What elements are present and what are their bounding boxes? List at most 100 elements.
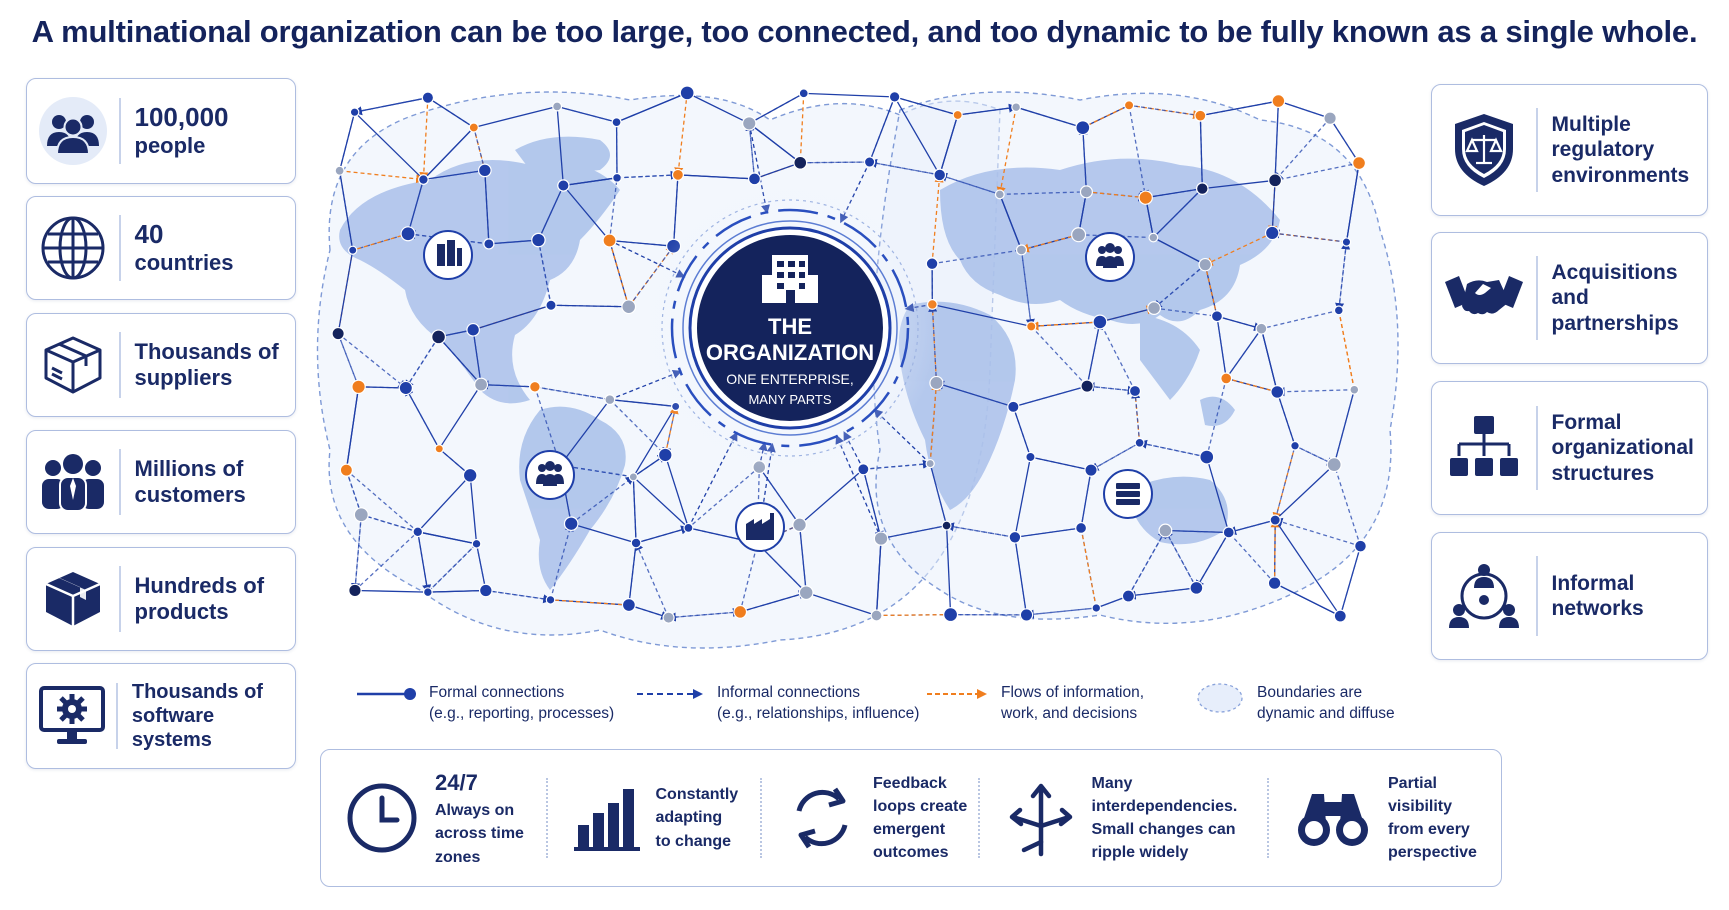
network-node (557, 179, 570, 192)
network-link (748, 92, 805, 124)
network-node (1075, 120, 1091, 136)
network-link (1260, 328, 1278, 393)
card-acquisitions-line1: Acquisitions (1551, 261, 1678, 285)
legend-informal-line1: Informal connections (717, 684, 861, 701)
cycle-arrows-icon (787, 783, 857, 853)
network-node (1138, 190, 1153, 205)
network-link (1329, 117, 1360, 164)
network-link (608, 177, 618, 241)
customers-icon (27, 450, 119, 514)
network-node (471, 538, 482, 549)
network-node (621, 299, 637, 315)
globe-icon (27, 214, 119, 282)
network-link (880, 524, 947, 540)
network-node (1326, 457, 1342, 473)
network-link (1145, 187, 1203, 199)
network-link (862, 469, 882, 539)
network-node (1025, 451, 1036, 463)
network-link (1020, 249, 1032, 327)
network-link (664, 404, 679, 456)
network-link (1089, 442, 1140, 472)
network-node (1323, 111, 1337, 125)
network-link (1012, 406, 1032, 458)
network-link (740, 592, 807, 613)
network-node (1269, 514, 1281, 526)
network-link (1137, 439, 1207, 458)
network-link (800, 161, 870, 164)
network-link (1225, 328, 1262, 379)
network-node (630, 537, 642, 549)
network-link (338, 112, 356, 171)
network-link (1203, 232, 1273, 266)
network-link (1014, 537, 1028, 616)
network-node (398, 380, 413, 396)
network-link (999, 194, 1023, 251)
network-link (1013, 385, 1088, 408)
card-people-value: 100,000 (134, 102, 229, 133)
network-node (1271, 94, 1286, 108)
network-node (602, 233, 617, 248)
network-node (733, 604, 748, 619)
network-link (550, 599, 629, 606)
network-link (748, 123, 756, 179)
interdependencies-line3: ripple widely (1091, 844, 1189, 862)
network-node (1264, 225, 1280, 241)
network-node (462, 467, 478, 483)
network-link (803, 92, 895, 98)
network-node (334, 165, 345, 176)
network-link (799, 468, 864, 526)
network-link (996, 107, 1017, 197)
network-link (345, 469, 419, 533)
network-link (560, 464, 634, 478)
network-link (1152, 188, 1203, 239)
network-node (1222, 526, 1235, 539)
network-node (1220, 372, 1233, 385)
network-node (349, 107, 360, 118)
network-link (1202, 179, 1276, 190)
network-link (559, 399, 611, 466)
network-node (531, 232, 546, 248)
network-link (1274, 582, 1341, 617)
network-link (1082, 104, 1130, 129)
network-link (1099, 307, 1155, 323)
package-box-icon (27, 332, 119, 398)
network-link (799, 93, 805, 163)
network-link (563, 177, 618, 187)
network-link (628, 542, 637, 606)
network-link (1274, 162, 1360, 181)
network-node (662, 611, 675, 624)
network-link (1080, 470, 1092, 529)
network-node (412, 526, 424, 538)
network-node (742, 116, 757, 131)
network-node (1352, 156, 1367, 171)
network-link (479, 380, 535, 390)
network-link (686, 92, 750, 124)
card-regulatory-line3: environments (1551, 163, 1690, 187)
network-node (798, 88, 809, 99)
legend-formal-line1: Formal connections (429, 684, 565, 701)
network-link (1029, 321, 1100, 331)
network-node (1071, 227, 1087, 243)
network-link (345, 469, 362, 515)
network-node (474, 377, 489, 392)
network-link (549, 521, 574, 601)
network-node (1079, 185, 1093, 199)
network-node (1199, 449, 1215, 465)
network-link (354, 589, 428, 593)
legend-boundaries-swatch (1197, 683, 1243, 713)
network-node (1195, 182, 1209, 195)
network-link (354, 531, 419, 591)
network-node (400, 226, 416, 242)
network-link (1019, 234, 1079, 253)
network-link (1131, 389, 1141, 443)
network-link (745, 121, 756, 179)
network-link (484, 170, 490, 244)
network-link (570, 475, 635, 525)
